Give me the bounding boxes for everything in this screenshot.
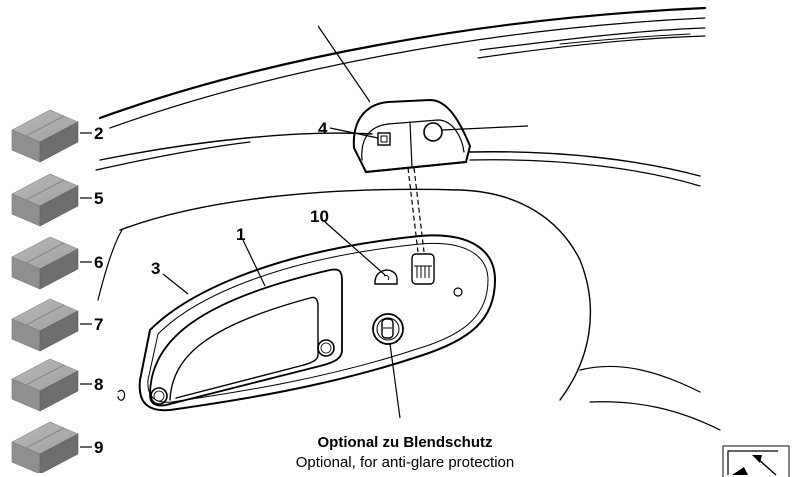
caption-german: Optional zu Blendschutz <box>317 434 493 451</box>
part-box-2[interactable]: 2 <box>11 109 103 163</box>
parts-legend: 2 5 6 7 8 9 <box>11 109 103 473</box>
callout-labels: 1 3 4 10 <box>151 119 329 278</box>
legend-label-2: 2 <box>94 124 103 143</box>
leader-lines <box>80 25 529 448</box>
headliner-outline <box>95 6 721 431</box>
legend-label-8: 8 <box>94 375 103 394</box>
part-box-5[interactable]: 5 <box>11 173 103 227</box>
callout-4: 4 <box>318 119 328 138</box>
part-box-6[interactable]: 6 <box>11 236 103 290</box>
legend-label-9: 9 <box>94 438 103 457</box>
callout-3: 3 <box>151 259 160 278</box>
legend-label-6: 6 <box>94 253 103 272</box>
part-box-9[interactable]: 9 <box>11 421 103 473</box>
callout-1: 1 <box>236 225 245 244</box>
upper-light-unit <box>352 98 472 174</box>
arrow-up-left-icon[interactable] <box>722 445 790 477</box>
caption-english: Optional, for anti-glare protection <box>295 454 515 471</box>
part-box-7[interactable]: 7 <box>11 298 103 352</box>
lens <box>149 268 343 407</box>
legend-label-7: 7 <box>94 315 103 334</box>
legend-label-5: 5 <box>94 189 103 208</box>
console-components <box>117 167 463 401</box>
part-box-8[interactable]: 8 <box>11 358 103 412</box>
console-bezel <box>138 234 497 412</box>
callout-10: 10 <box>310 207 329 226</box>
